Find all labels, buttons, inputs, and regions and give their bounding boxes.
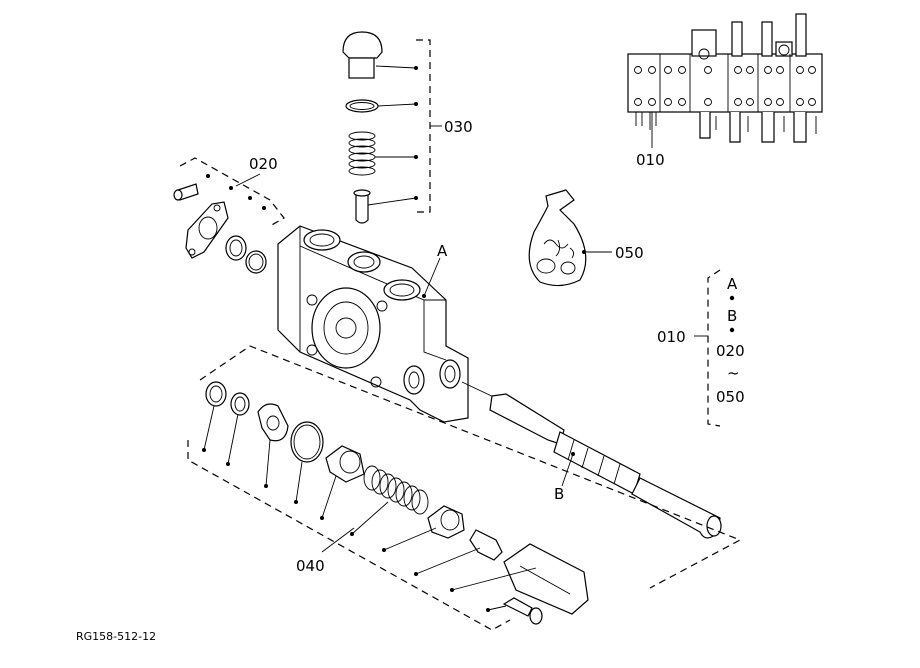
spring-seat-040 [427,505,465,539]
label-a: A [437,242,448,260]
bolt-040 [502,597,533,617]
legend-to: 050 [716,388,745,406]
part-group-030: 030 [342,31,473,224]
label-020: 020 [249,155,278,173]
o-ring-030 [345,99,379,113]
label-050: 050 [615,244,644,262]
end-cap-040 [503,543,589,615]
legend-tilde: ~ [727,364,740,382]
legend-from: 020 [716,342,745,360]
spool-b: B [461,381,722,539]
parts-bag-050 [528,189,587,287]
flange-040 [257,403,289,442]
label-030: 030 [444,118,473,136]
ring-020-a [225,235,247,261]
ring-040-a [205,381,227,407]
plug-body [348,57,375,79]
cover-plate-020 [185,201,229,259]
legend-b: B [727,307,737,325]
spring-030 [348,131,376,176]
legend-010: 010 A B 020 ~ 050 [657,269,745,427]
valve-body-a: A [277,225,469,423]
spring-040 [363,465,429,515]
label-010-top: 010 [636,151,665,169]
o-ring-040 [290,421,324,463]
poppet-030 [355,192,369,224]
label-b: B [554,485,564,503]
legend-a: A [727,275,738,293]
part-group-040: 040 [187,345,742,631]
part-group-020: 020 [173,155,285,274]
ring-040-b [230,392,250,416]
label-040: 040 [296,557,325,575]
drawing-reference: RG158-512-12 [76,630,156,643]
part-group-050: 050 [528,189,644,287]
assembly-thumbnail-010: 010 [627,13,823,169]
sleeve-040 [325,445,365,483]
stopper-040 [469,529,503,561]
plug-cap [342,31,383,59]
label-010-side: 010 [657,328,686,346]
